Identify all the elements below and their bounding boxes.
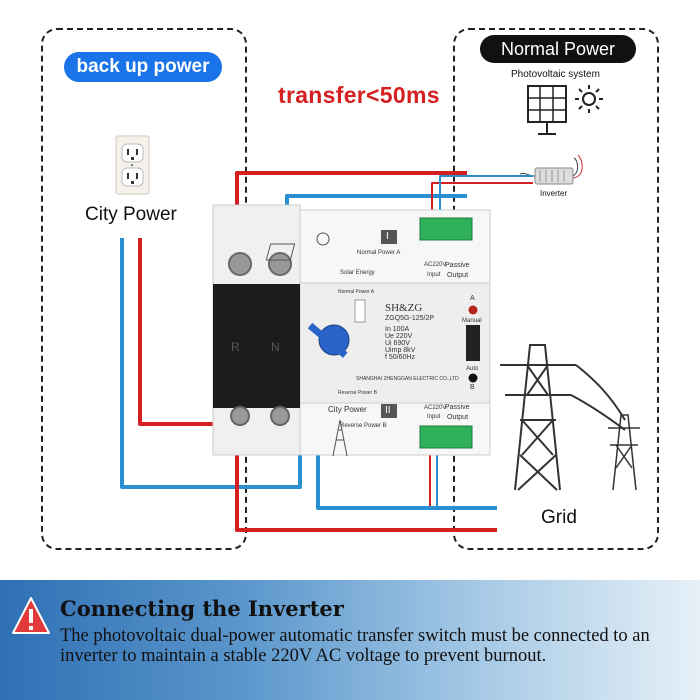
normal-power-a-label: Normal Power A <box>357 250 401 256</box>
spec-line: Ui 690V <box>385 340 410 347</box>
terminal-block-top <box>419 217 473 241</box>
wiring-diagram: back up power Normal Power transfer<50ms… <box>41 28 659 550</box>
pole-r-label: R <box>231 340 240 354</box>
power-tower-icon-small <box>608 414 640 491</box>
banner-title: Connecting the Inverter <box>60 596 344 621</box>
switch-slot <box>354 299 366 323</box>
spec-line: Uimp 8kV <box>385 347 416 354</box>
transfer-time-headline: transfer<50ms <box>278 82 440 108</box>
live-wire-city <box>138 238 228 426</box>
info-banner: Connecting the Inverter The photovoltaic… <box>0 580 700 700</box>
breaker-cover <box>213 284 300 408</box>
solar-panel-icon <box>527 85 567 135</box>
output-bottom-label: Output <box>447 414 469 421</box>
terminal-screw-top-left <box>228 252 252 276</box>
inverter-icon <box>519 154 583 185</box>
terminal-screw-bottom-left <box>230 406 250 426</box>
passive-bottom-label: Passive <box>445 404 470 411</box>
wiring-svg <box>115 85 640 532</box>
spec-line: f 50/60Hz <box>385 354 415 361</box>
device-brand: SH&ZG <box>385 302 423 314</box>
spec-line: Ue 220V <box>385 333 413 340</box>
input-bottom-label: Input <box>427 414 441 420</box>
indicator-a-light <box>468 305 478 315</box>
roman-numeral-1: I <box>386 231 389 242</box>
backup-power-label: back up power <box>64 52 222 82</box>
output-top-label: Output <box>447 272 469 279</box>
inverter-wire-live <box>431 182 533 214</box>
solar-logo-icon <box>265 232 330 261</box>
reverse-power-b-side-label: Reverse Power B <box>338 390 377 396</box>
spec-line: In 100A <box>385 326 410 333</box>
reverse-power-b-label: Reverse Power B <box>340 423 387 429</box>
selector-handle <box>307 322 348 358</box>
manual-auto-switch <box>466 325 480 361</box>
ac220v-top-label: AC220V <box>424 262 447 268</box>
wall-outlet-icon <box>115 135 150 195</box>
terminal-block-bottom <box>419 425 473 449</box>
photovoltaic-label: Photovoltaic system <box>511 69 600 80</box>
terminal-screw-bottom-right <box>270 406 290 426</box>
indicator-a-label: A <box>470 295 475 302</box>
input-top-label: Input <box>427 272 441 278</box>
ac220v-bottom-label: AC220V <box>424 405 447 411</box>
sun-icon <box>575 85 603 113</box>
grid-label: Grid <box>541 507 577 528</box>
power-tower-icon-large <box>500 344 626 491</box>
transfer-switch-device <box>212 204 491 457</box>
indicator-b-light <box>468 373 478 383</box>
manufacturer-label: SHANGHAI ZHENGGAN ELECTRIC CO.,LTD <box>356 376 459 382</box>
manual-label: Manual <box>462 318 482 324</box>
inverter-label: Inverter <box>540 189 568 198</box>
passive-top-label: Passive <box>445 262 470 269</box>
inverter-wire-neutral <box>439 175 533 214</box>
solar-energy-label: Solar Energy <box>340 270 375 276</box>
city-power-label: City Power <box>85 204 177 225</box>
device-city-power-label: City Power <box>328 405 367 414</box>
badge-2 <box>381 404 397 418</box>
normal-power-label: Normal Power <box>480 35 636 63</box>
device-specs: In 100A Ue 220V Ui 690V Uimp 8kV f 50/60… <box>385 326 465 361</box>
normal-power-a-side-label: Normal Power A <box>338 289 375 295</box>
indicator-b-label: B <box>470 384 475 391</box>
badge-1 <box>381 230 397 244</box>
warning-icon <box>12 597 50 634</box>
terminal-screw-top-right <box>268 252 292 276</box>
city-tower-icon <box>332 419 348 457</box>
roman-numeral-2: II <box>385 405 391 416</box>
banner-body: The photovoltaic dual-power automatic tr… <box>60 626 650 666</box>
pole-n-label: N <box>271 340 280 354</box>
device-model: ZGQ5G-125/2P <box>385 315 435 322</box>
auto-label: Auto <box>466 366 479 372</box>
live-wire-grid <box>235 420 497 532</box>
